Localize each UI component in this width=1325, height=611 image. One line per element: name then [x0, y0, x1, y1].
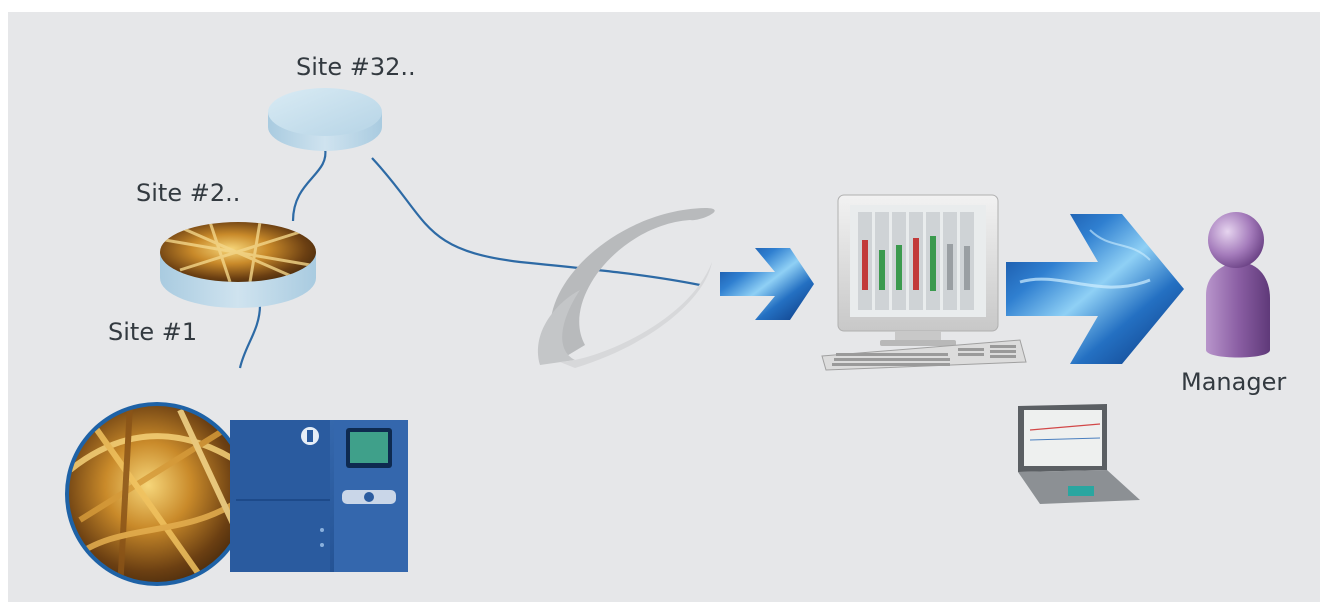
arrow-right-icon [1006, 214, 1184, 364]
site-32-label: Site #32.. [296, 53, 416, 81]
computer-monitor-icon [837, 194, 999, 346]
site-1-photo-icon [65, 402, 249, 586]
keyboard-icon [821, 339, 1027, 371]
site-32-disc-icon [268, 88, 382, 151]
site-2-disc-icon [160, 222, 316, 308]
network-cables [238, 147, 701, 369]
arrow-right-icon [720, 248, 814, 320]
manager-label: Manager [1181, 368, 1287, 396]
gauge-device-icon [230, 420, 408, 572]
site-2-label: Site #2.. [136, 179, 241, 207]
manager-person-icon [1206, 212, 1270, 358]
laptop-icon [1018, 404, 1140, 504]
site-1-label: Site #1 [108, 318, 198, 346]
wireless-ring-icon [538, 208, 715, 368]
